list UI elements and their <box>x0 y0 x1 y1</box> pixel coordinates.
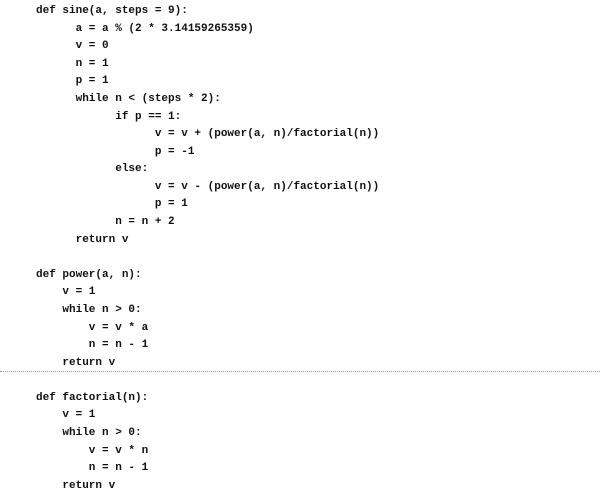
code-line-1: def sine(a, steps = 9): <box>36 5 188 17</box>
code-line-5: p = 1 <box>36 75 109 87</box>
code-line-14: return v <box>36 234 129 246</box>
code-line-16: def power(a, n): <box>36 269 142 281</box>
code-line-6: while n < (steps * 2): <box>36 93 221 105</box>
code-line-12: p = 1 <box>36 198 188 210</box>
section-divider <box>0 371 600 372</box>
code-line-19: v = v * a <box>36 322 149 334</box>
code-line-3: v = 0 <box>36 40 109 52</box>
code-line-8: v = v + (power(a, n)/factorial(n)) <box>36 128 380 140</box>
code-line-11: v = v - (power(a, n)/factorial(n)) <box>36 181 380 193</box>
code-line-10: else: <box>36 163 149 175</box>
code-line-20: n = n - 1 <box>36 339 149 351</box>
code-line-23: def factorial(n): <box>36 392 149 404</box>
code-line-27: n = n - 1 <box>36 462 149 474</box>
code-line-17: v = 1 <box>36 286 96 298</box>
code-line-9: p = -1 <box>36 146 195 158</box>
code-line-24: v = 1 <box>36 409 96 421</box>
code-line-7: if p == 1: <box>36 111 182 123</box>
code-line-4: n = 1 <box>36 58 109 70</box>
code-line-18: while n > 0: <box>36 304 142 316</box>
code-line-2: a = a % (2 * 3.14159265359) <box>36 23 254 35</box>
code-line-28: return v <box>36 480 116 492</box>
code-line-25: while n > 0: <box>36 427 142 439</box>
code-line-13: n = n + 2 <box>36 216 175 228</box>
code-line-21: return v <box>36 357 116 369</box>
code-line-26: v = v * n <box>36 445 149 457</box>
